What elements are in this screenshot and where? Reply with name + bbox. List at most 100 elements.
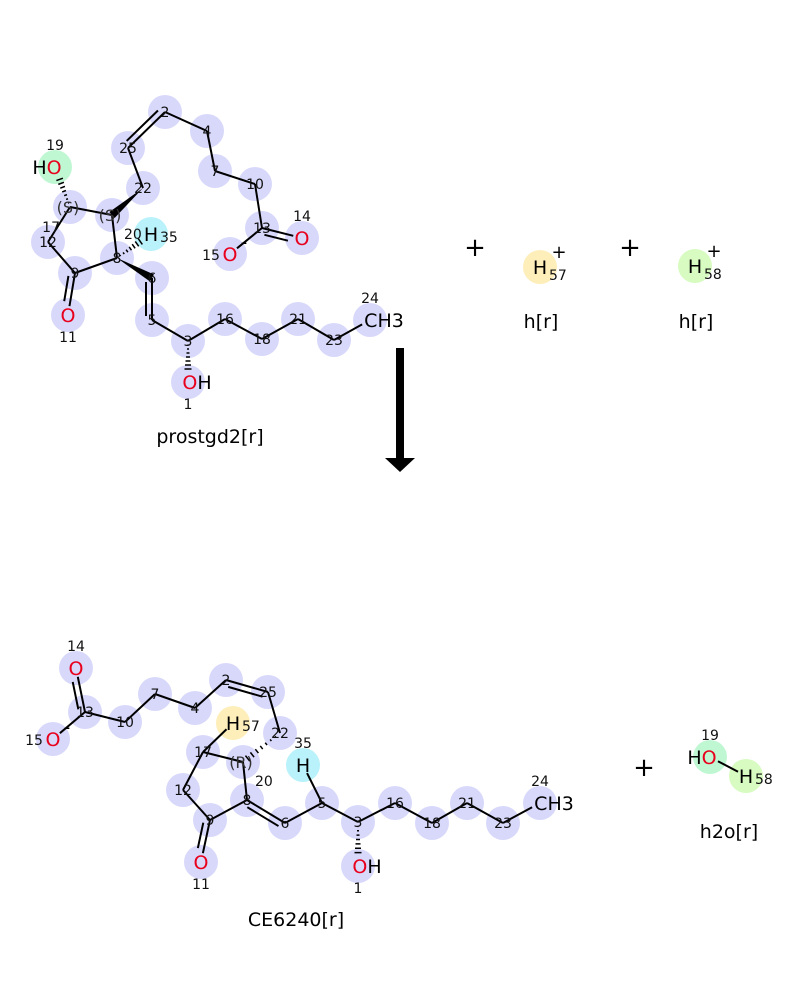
- atom-number: 5: [318, 796, 327, 812]
- bond: [164, 111, 208, 132]
- hash-bond-stroke: [65, 198, 69, 201]
- charge-label: +: [706, 241, 721, 262]
- atom-highlight: [286, 748, 320, 782]
- double-bond-line: [63, 275, 70, 302]
- bond: [306, 772, 323, 804]
- hash-bond-stroke: [269, 739, 272, 742]
- bond: [182, 789, 211, 821]
- atom-highlight: [38, 150, 72, 184]
- bond: [246, 799, 286, 824]
- atom-highlight: [184, 845, 218, 879]
- atom-highlight: [171, 365, 205, 399]
- bond: [194, 679, 227, 709]
- atom-number: 7: [151, 687, 160, 703]
- bond: [74, 257, 118, 274]
- atom-highlight: [341, 849, 375, 883]
- atom-number: 3: [354, 815, 363, 831]
- double-bond-line: [246, 806, 279, 827]
- bond: [202, 751, 244, 763]
- hash-bond-stroke: [63, 193, 68, 197]
- hash-bond-stroke: [254, 748, 260, 754]
- atom-backgrounds: [693, 740, 763, 793]
- bond: [236, 227, 263, 250]
- atom-labels: H+58: [688, 241, 722, 283]
- bond: [254, 183, 263, 229]
- atom-number: 20: [255, 774, 273, 790]
- atom-number: 16: [386, 796, 404, 812]
- bond: [466, 802, 504, 824]
- atom-number: 11: [59, 330, 77, 346]
- caption-prostgd2: prostgd2[r]: [156, 426, 264, 448]
- atom-number: 16: [216, 312, 234, 328]
- atom-number: 23: [494, 816, 512, 832]
- bond: [333, 323, 363, 341]
- stereo-label: (R): [229, 753, 253, 772]
- atom-number: 58: [704, 267, 722, 283]
- hash-bond-stroke: [274, 735, 277, 738]
- atom-number: 2: [222, 673, 231, 689]
- bond: [206, 130, 216, 172]
- atom-number: 25: [119, 141, 137, 157]
- atom-number: 13: [253, 221, 271, 237]
- hash-bond-stroke: [128, 246, 133, 251]
- bond: [59, 711, 86, 734]
- bond: [124, 693, 156, 723]
- atom-number: 18: [253, 332, 271, 348]
- bond: [284, 802, 323, 824]
- atom-highlight: [59, 651, 93, 685]
- bond: [394, 802, 433, 824]
- charge-label: -: [241, 232, 248, 253]
- atom-symbol: O: [295, 228, 310, 250]
- atom-number: 8: [113, 251, 122, 267]
- bond: [214, 170, 256, 185]
- atom-highlight: [353, 303, 387, 337]
- atom-symbol: O: [69, 658, 84, 680]
- atom-highlight: [678, 249, 712, 283]
- bonds: [59, 676, 533, 854]
- hash-bond-stroke: [249, 751, 255, 758]
- atom-number: 17: [194, 745, 212, 761]
- hash-bond-stroke: [59, 185, 66, 189]
- bond: [154, 693, 196, 709]
- atom-number: 17: [42, 220, 60, 236]
- bond: [502, 806, 533, 824]
- atom-symbol: CH3: [364, 310, 404, 332]
- atom-symbol: HO: [687, 747, 716, 769]
- atom-number: 20: [124, 227, 142, 243]
- reaction-arrow-head: [385, 458, 415, 472]
- plus-sign: +: [464, 233, 486, 263]
- atom-number: 6: [148, 271, 157, 287]
- caption-CE6240: CE6240[r]: [247, 909, 345, 931]
- double-bond-line: [264, 233, 289, 242]
- atom-number: 15: [202, 248, 220, 264]
- bond: [357, 802, 396, 823]
- atom-symbol: CH3: [534, 793, 574, 815]
- hash-bond-stroke: [134, 241, 140, 247]
- bond: [209, 799, 248, 821]
- hash-bond-stroke: [137, 238, 143, 245]
- atom-number: 35: [160, 230, 178, 246]
- bond: [297, 318, 335, 341]
- atom-symbol: H: [226, 713, 240, 735]
- atom-symbol: H: [296, 755, 310, 777]
- atom-highlight: [36, 722, 70, 756]
- double-bond-line: [196, 822, 205, 849]
- bond: [182, 751, 204, 791]
- atom-highlight: [693, 740, 727, 774]
- atom-number: 4: [203, 124, 212, 140]
- atom-number: 23: [325, 333, 343, 349]
- double-bond-line: [125, 109, 159, 142]
- wedge-bond: [109, 188, 143, 219]
- hash-bond-stroke: [264, 742, 268, 746]
- atom-number: 1: [354, 881, 363, 897]
- atom-number: 10: [116, 715, 134, 731]
- atom-number: 8: [243, 793, 252, 809]
- bond: [431, 802, 468, 824]
- bond: [84, 711, 126, 723]
- atom-highlight: [523, 786, 557, 820]
- atom-number: 19: [701, 728, 719, 744]
- atom-number: 58: [755, 772, 773, 788]
- hash-bond-stroke: [61, 189, 67, 193]
- hash-bond-stroke: [119, 254, 122, 257]
- caption-h-57: h[r]: [523, 311, 559, 333]
